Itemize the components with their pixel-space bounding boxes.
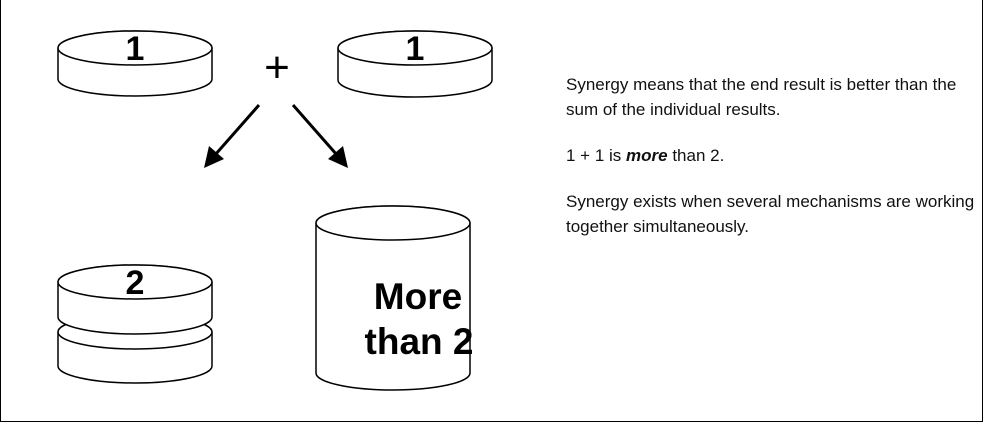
bottom-left-disk-label: 2 — [126, 264, 145, 302]
bottom-right-cylinder: More than 2 — [315, 205, 474, 391]
bottom-right-label-line1: More — [374, 276, 462, 317]
right-arrow — [291, 104, 348, 168]
paragraph-equation: 1 + 1 is more than 2. — [566, 143, 976, 168]
equation-suffix: than 2. — [667, 146, 725, 165]
top-left-disk: 1 — [57, 30, 213, 97]
top-left-disk-label: 1 — [126, 30, 145, 68]
paragraph-definition: Synergy means that the end result is bet… — [566, 75, 957, 119]
top-right-disk-label: 1 — [406, 30, 425, 68]
explanation-text: Synergy means that the end result is bet… — [566, 72, 976, 260]
top-right-disk: 1 — [337, 30, 493, 98]
bottom-left-stacked-disk: 2 — [57, 264, 213, 384]
paragraph-conditions: Synergy exists when several mechanisms a… — [566, 192, 975, 236]
equation-prefix: 1 + 1 is — [566, 146, 627, 165]
plus-sign: + — [264, 43, 290, 92]
bottom-right-label-line2: than 2 — [365, 321, 474, 362]
left-arrow — [204, 104, 261, 168]
equation-emphasis: more — [626, 146, 668, 165]
